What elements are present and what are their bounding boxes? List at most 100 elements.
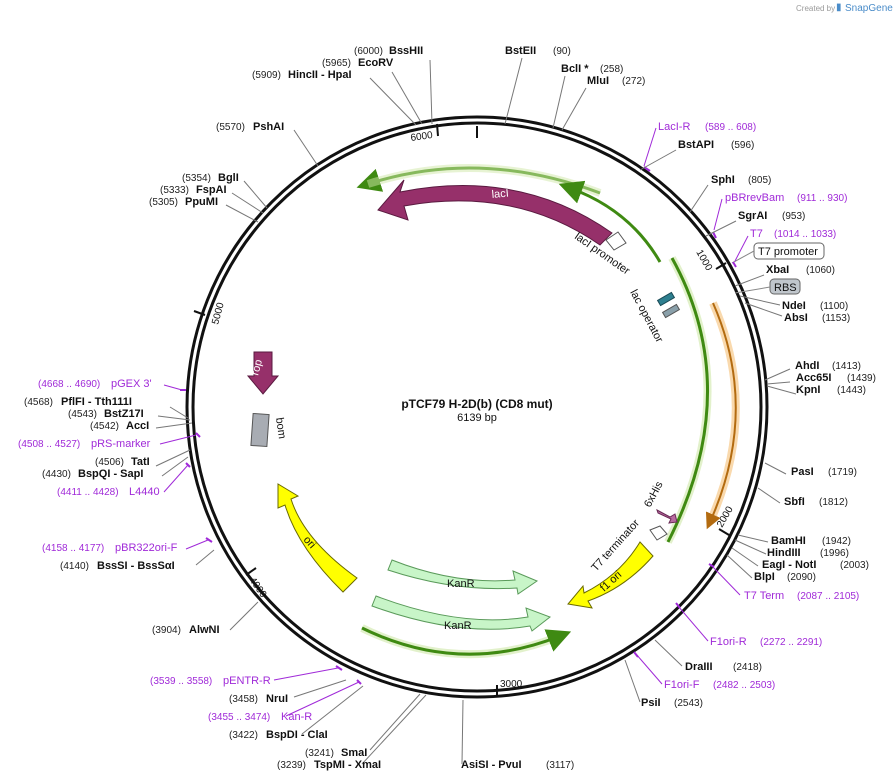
site-name: SbfI <box>784 496 805 508</box>
site-pos: (5909) <box>252 70 281 81</box>
site-pos: (1996) <box>820 548 849 559</box>
site-pos: (4542) <box>90 421 119 432</box>
site-pos: (1439) <box>847 373 876 384</box>
primer-name: pENTR-R <box>223 675 271 687</box>
tick-marks <box>193 123 730 697</box>
backbone-inner <box>191 121 763 693</box>
primer-range: (1014 .. 1033) <box>774 229 836 240</box>
site-pos: (258) <box>600 64 623 75</box>
site-pos: (1153) <box>822 313 850 324</box>
feature-lacI-arrow <box>377 179 613 246</box>
feature-rbs-leader <box>734 286 771 294</box>
primer-name: pRS-marker <box>91 438 151 450</box>
primer-leader-lines <box>159 127 749 717</box>
site-name: BstAPI <box>678 139 714 151</box>
site-pos: (1413) <box>832 361 861 372</box>
plasmid-name: pTCF79 H-2D(b) (CD8 mut) <box>401 397 552 411</box>
site-pos: (5570) <box>216 122 245 133</box>
primer-name: Kan-R <box>281 711 312 723</box>
feature-label-rbs: RBS <box>774 282 797 294</box>
site-name: BclI * <box>561 63 589 75</box>
site-pos: (1719) <box>828 467 857 478</box>
feature-label-lac-operator: lac operator <box>627 288 665 345</box>
site-pos: (4430) <box>42 469 71 480</box>
site-name: AhdI <box>795 360 819 372</box>
site-name: PshAI <box>253 121 284 133</box>
tick-label-3000: 3000 <box>500 679 523 690</box>
primer-name: T7 Term <box>744 590 784 602</box>
feature-ori-arrow <box>277 483 358 593</box>
primer-range: (2087 .. 2105) <box>797 591 859 602</box>
feature-lacI-promoter-arrow <box>605 231 627 251</box>
site-pos: (5354) <box>182 173 211 184</box>
site-name: AbsI <box>784 312 808 324</box>
site-name: TatI <box>131 456 150 468</box>
feature-label-t7-promoter: T7 promoter <box>758 246 818 258</box>
site-pos: (3904) <box>152 625 181 636</box>
primer-range: (4158 .. 4177) <box>42 543 104 554</box>
site-name: PflFI - Tth111I <box>61 396 132 408</box>
site-pos: (3241) <box>305 748 334 759</box>
site-name: NruI <box>266 693 288 705</box>
site-pos: (5305) <box>149 197 178 208</box>
site-pos: (4543) <box>68 409 97 420</box>
site-pos: (5965) <box>322 58 351 69</box>
site-name: NdeI <box>782 300 806 312</box>
primer-range: (3455 .. 3474) <box>208 712 270 723</box>
site-pos: (2543) <box>674 698 703 709</box>
tick-label-6000: 6000 <box>410 130 434 144</box>
site-name: PpuMI <box>185 196 218 208</box>
site-pos: (2003) <box>840 560 869 571</box>
site-pos: (1812) <box>819 497 848 508</box>
primer-range: (4668 .. 4690) <box>38 379 100 390</box>
feature-label-bom: bom <box>273 417 288 440</box>
site-pos: (272) <box>622 76 645 87</box>
site-pos: (3422) <box>229 730 258 741</box>
site-leader-lines <box>155 57 797 765</box>
feature-label-lacI: lacI <box>491 188 509 201</box>
site-name: AccI <box>126 420 149 432</box>
site-pos: (3117) <box>546 760 574 771</box>
site-name: XbaI <box>766 264 789 276</box>
feature-rop-arrow <box>246 351 280 395</box>
primer-range: (2272 .. 2291) <box>760 637 822 648</box>
credit-prefix: Created by <box>796 4 835 13</box>
site-pos: (5333) <box>160 185 189 196</box>
feature-arc-orange-line <box>705 302 737 530</box>
plasmid-length: 6139 bp <box>457 412 497 424</box>
site-name: SphI <box>711 174 735 186</box>
primer-range: (4411 .. 4428) <box>57 487 119 498</box>
site-name: BspQI - SapI <box>78 468 143 480</box>
feature-rbs-box <box>769 278 801 295</box>
site-pos: (1100) <box>820 301 848 312</box>
site-name: KpnI <box>796 384 820 396</box>
primer-range: (589 .. 608) <box>705 122 756 133</box>
feature-label-6xhis: 6xHis <box>642 479 666 509</box>
site-pos: (4140) <box>60 561 89 572</box>
site-name: Acc65I <box>796 372 831 384</box>
site-pos: (4506) <box>95 457 124 468</box>
primer-range: (4508 .. 4527) <box>18 439 80 450</box>
feature-arc-bottom-line <box>361 626 572 656</box>
site-name: FspAI <box>196 184 227 196</box>
primer-range: (911 .. 930) <box>797 193 847 204</box>
site-name: BssSI - BssSαI <box>97 560 175 572</box>
site-name: BstZ17I <box>104 408 144 420</box>
site-pos: (596) <box>731 140 754 151</box>
site-pos: (2090) <box>787 572 816 583</box>
site-pos: (805) <box>748 175 771 186</box>
site-name: BglI <box>218 172 239 184</box>
feature-label-rop: rop <box>249 358 265 376</box>
feature-label-kanR-1: KanR <box>447 578 475 590</box>
site-name: BamHI <box>771 535 806 547</box>
primer-name: F1ori-R <box>710 636 747 648</box>
primer-range: (2482 .. 2503) <box>713 680 775 691</box>
feature-arc-right-line <box>666 257 709 543</box>
site-name: EcoRV <box>358 57 394 69</box>
site-name: BspDI - ClaI <box>266 729 328 741</box>
feature-t7-promoter-leader <box>731 250 755 264</box>
primer-name: pBR322ori-F <box>115 542 178 554</box>
feature-kanR-arrow-2 <box>371 595 552 632</box>
site-pos: (2418) <box>733 662 762 673</box>
primer-range: (3539 .. 3558) <box>150 676 212 687</box>
